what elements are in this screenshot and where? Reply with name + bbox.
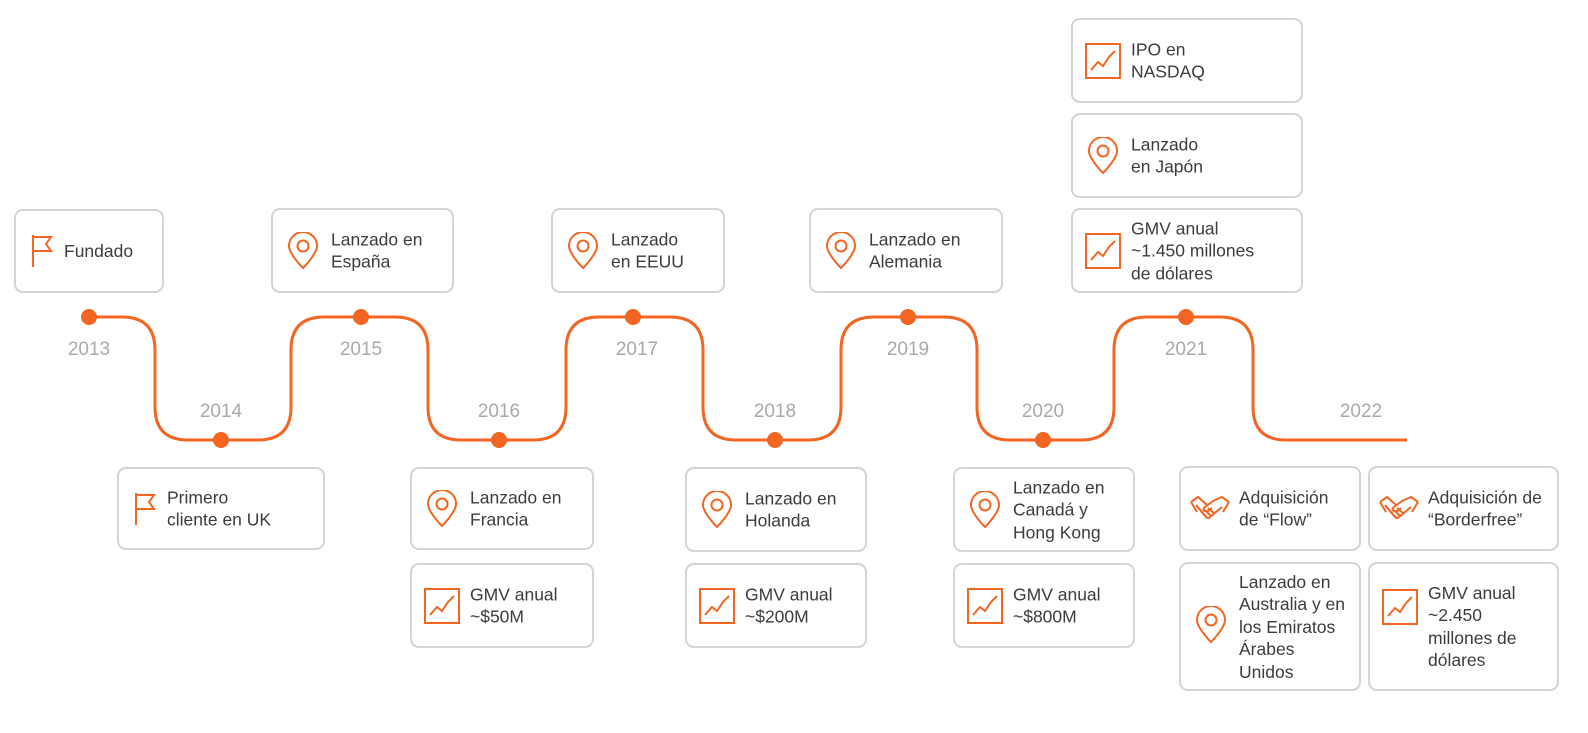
milestone-card-founded: Fundado [14, 209, 164, 293]
milestone-card-ipo-nasdaq: IPO en NASDAQ [1071, 18, 1303, 103]
milestone-card-launch-australia-uae: Lanzado en Australia y en los Emiratos Á… [1179, 562, 1361, 691]
milestone-text: Lanzado en España [331, 229, 423, 272]
milestone-card-gmv-2018: GMV anual ~$200M [685, 563, 867, 648]
timeline-dot-2013 [81, 309, 97, 325]
milestone-text: Lanzado en Canadá y Hong Kong [1013, 476, 1105, 542]
milestone-text: Lanzado en Alemania [869, 229, 961, 272]
milestone-text: Primero cliente en UK [167, 487, 272, 530]
milestone-card-gmv-2020: GMV anual ~$800M [953, 563, 1135, 648]
year-label-2018: 2018 [753, 401, 797, 422]
year-label-2022: 2022 [1339, 401, 1383, 422]
growth-chart-icon [424, 587, 460, 624]
timeline-dot-2016 [491, 432, 507, 448]
location-pin-icon [969, 490, 1001, 528]
milestone-text: Lanzado en Australia y en los Emiratos Á… [1239, 571, 1346, 682]
year-label-2013: 2013 [67, 339, 111, 360]
milestone-card-gmv-2022: GMV anual ~2.450 millones de dólares [1368, 562, 1559, 691]
year-label-2014: 2014 [199, 401, 243, 422]
growth-chart-icon [1085, 42, 1121, 79]
location-pin-icon [825, 231, 857, 269]
milestone-card-launch-canada-hk: Lanzado en Canadá y Hong Kong [953, 467, 1135, 552]
milestone-text: Lanzado en Francia [470, 487, 562, 530]
milestone-text: GMV anual ~$800M [1013, 584, 1101, 627]
timeline-dot-2018 [767, 432, 783, 448]
milestone-card-launch-netherlands: Lanzado en Holanda [685, 467, 867, 552]
milestone-card-gmv-2016: GMV anual ~$50M [410, 563, 594, 648]
milestone-text: Adquisición de “Flow” [1239, 487, 1329, 530]
milestone-card-launch-france: Lanzado en Francia [410, 467, 594, 550]
timeline-dot-2015 [353, 309, 369, 325]
location-pin-icon [1087, 136, 1119, 174]
milestone-text: GMV anual ~$200M [745, 584, 833, 627]
milestone-text: IPO en NASDAQ [1131, 39, 1205, 82]
milestone-card-launch-germany: Lanzado en Alemania [809, 208, 1003, 293]
location-pin-icon [287, 231, 319, 269]
timeline-dot-2017 [625, 309, 641, 325]
year-label-2016: 2016 [477, 401, 521, 422]
milestone-text: Lanzado en EEUU [611, 229, 684, 272]
milestone-card-launch-japan: Lanzado en Japón [1071, 113, 1303, 198]
location-pin-icon [426, 489, 458, 527]
milestone-card-acquisition-flow: Adquisición de “Flow” [1179, 466, 1361, 551]
milestone-text: Lanzado en Holanda [745, 488, 837, 531]
flag-icon [135, 492, 156, 525]
location-pin-icon [1195, 606, 1227, 644]
timeline-dot-2020 [1035, 432, 1051, 448]
growth-chart-icon [699, 587, 735, 624]
milestone-text: Lanzado en Japón [1131, 134, 1204, 177]
milestone-card-gmv-2021: GMV anual ~1.450 millones de dólares [1071, 208, 1303, 293]
location-pin-icon [567, 231, 599, 269]
flag-icon [32, 235, 53, 267]
year-label-2020: 2020 [1021, 401, 1065, 422]
year-label-2019: 2019 [886, 339, 930, 360]
year-label-2015: 2015 [339, 339, 383, 360]
milestone-card-launch-usa: Lanzado en EEUU [551, 208, 725, 293]
milestone-card-first-uk-client: Primero cliente en UK [117, 467, 325, 550]
year-label-2021: 2021 [1164, 339, 1208, 360]
year-label-2017: 2017 [615, 339, 659, 360]
handshake-icon [1379, 495, 1419, 519]
timeline-dot-2014 [213, 432, 229, 448]
growth-chart-icon [1382, 589, 1418, 625]
milestone-text: GMV anual ~$50M [470, 584, 558, 627]
timeline-dot-2021 [1178, 309, 1194, 325]
milestone-text: GMV anual ~1.450 millones de dólares [1131, 217, 1255, 283]
timeline-dot-2019 [900, 309, 916, 325]
milestone-card-acquisition-borderfree: Adquisición de “Borderfree” [1368, 466, 1559, 551]
milestone-card-launch-spain: Lanzado en España [271, 208, 454, 293]
growth-chart-icon [967, 587, 1003, 624]
milestone-text: GMV anual ~2.450 millones de dólares [1428, 582, 1517, 671]
milestone-text: Adquisición de “Borderfree” [1428, 487, 1542, 530]
milestone-text: Fundado [64, 240, 134, 261]
handshake-icon [1190, 495, 1230, 519]
location-pin-icon [701, 490, 733, 528]
growth-chart-icon [1085, 232, 1121, 269]
